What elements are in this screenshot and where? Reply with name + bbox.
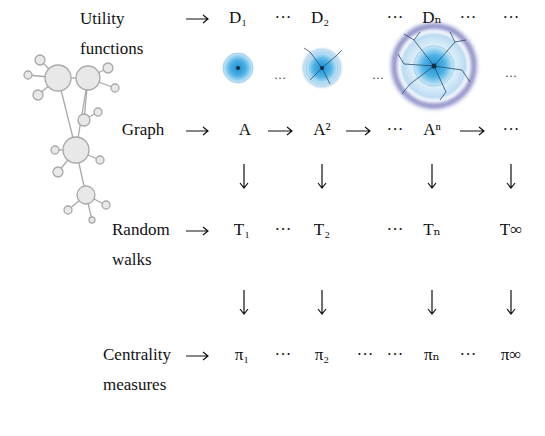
ball-links [304, 48, 342, 84]
row-label: Random walks [112, 215, 182, 275]
ellipsis: ··· [275, 3, 292, 33]
ellipsis: ··· [387, 340, 404, 370]
right-arrow [186, 352, 208, 360]
down-arrow [507, 290, 515, 314]
network-node [33, 90, 43, 100]
ball-halo [300, 46, 344, 90]
math-term: A² [313, 115, 330, 145]
down-arrow [240, 290, 248, 314]
ellipsis: ··· [275, 215, 292, 245]
down-arrow [428, 290, 436, 314]
network-node [102, 201, 110, 209]
network-node [96, 156, 104, 164]
ball-center [432, 64, 437, 69]
down-arrow [507, 164, 515, 188]
ball-halo [397, 29, 471, 103]
row-label: Utility functions [80, 4, 158, 64]
math-term: π₁ [235, 340, 250, 370]
down-arrow [318, 164, 326, 188]
ball-links [398, 32, 470, 100]
right-arrow [268, 127, 292, 135]
math-term: π₂ [315, 340, 330, 370]
network-hub [45, 65, 71, 91]
network-node [78, 114, 90, 126]
network-node [103, 63, 113, 73]
ellipsis: ··· [503, 115, 520, 145]
ball-body [223, 53, 253, 83]
ellipsis: ··· [387, 215, 404, 245]
math-term: π∞ [501, 340, 522, 370]
network-node [89, 217, 95, 223]
math-term: T₁ [234, 215, 250, 245]
network-node [94, 108, 102, 116]
right-arrow [186, 15, 208, 23]
utility-ball [394, 26, 474, 106]
ball-center [236, 66, 240, 70]
network-node [64, 206, 72, 214]
ellipsis: ··· [387, 3, 404, 33]
math-term: T₂ [314, 215, 330, 245]
ellipsis: ··· [357, 340, 374, 370]
math-term: D₁ [229, 3, 247, 33]
network-node [53, 167, 63, 177]
network-hub [77, 186, 95, 204]
right-arrow [186, 127, 208, 135]
right-arrow [460, 127, 484, 135]
network-node [24, 71, 32, 79]
ellipsis: ··· [387, 115, 404, 145]
network-hub [63, 137, 89, 163]
row-label: Centrality measures [103, 340, 185, 400]
math-term: Tₙ [423, 215, 441, 245]
network-illustration [24, 55, 119, 223]
ball-body [414, 46, 454, 86]
utility-ball [300, 46, 344, 90]
ellipsis: ··· [460, 340, 477, 370]
math-term: D₂ [311, 3, 329, 33]
ellipsis: ··· [503, 3, 520, 33]
network-node [111, 84, 119, 92]
row-label: Graph [122, 115, 164, 145]
arrows [186, 15, 515, 360]
network-node [51, 146, 59, 154]
down-arrow [318, 290, 326, 314]
ball-center [320, 66, 324, 70]
math-term: πₙ [424, 340, 440, 370]
ellipsis: ··· [460, 3, 477, 33]
ellipsis: ··· [505, 61, 517, 91]
ellipsis: ··· [275, 340, 292, 370]
math-term: Dₙ [422, 3, 442, 33]
ellipsis: ··· [274, 63, 286, 93]
down-arrow [240, 164, 248, 188]
math-term: Aⁿ [423, 115, 441, 145]
down-arrow [428, 164, 436, 188]
right-arrow [346, 127, 370, 135]
ball-ring [394, 26, 474, 106]
ellipsis: ··· [372, 63, 384, 93]
math-term: A [239, 115, 251, 145]
right-arrow [186, 227, 208, 235]
math-term: T∞ [500, 215, 523, 245]
network-hub [76, 66, 100, 90]
utility-ball [223, 53, 253, 83]
network-node [35, 55, 45, 65]
